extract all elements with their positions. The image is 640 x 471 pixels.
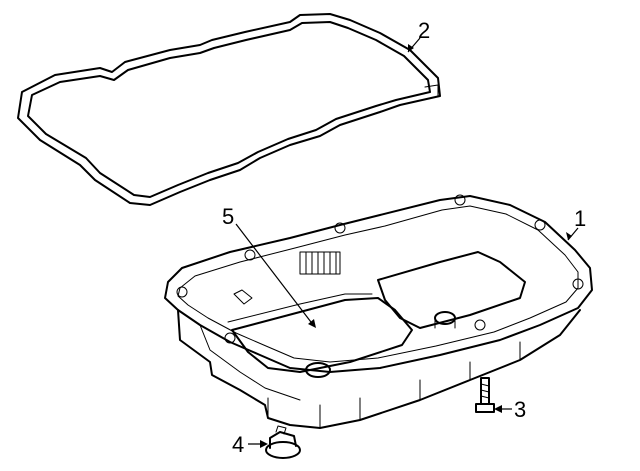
grille (299, 251, 341, 275)
callout-label-5: 5 (222, 204, 234, 229)
callout-label-3: 3 (514, 397, 526, 422)
bolt-part-3 (475, 377, 495, 413)
callout-label-2: 2 (418, 18, 430, 43)
callout-1: 1 (566, 206, 586, 241)
callout-4: 4 (232, 432, 268, 457)
callout-3: 3 (494, 397, 526, 422)
callout-label-1: 1 (574, 206, 586, 231)
gasket-part-2 (17, 13, 441, 206)
oil-pan-part-1 (164, 194, 593, 429)
callout-label-4: 4 (232, 432, 244, 457)
callout-2: 2 (407, 18, 430, 53)
callout-5: 5 (222, 204, 316, 328)
drain-plug-part-4 (265, 425, 301, 459)
